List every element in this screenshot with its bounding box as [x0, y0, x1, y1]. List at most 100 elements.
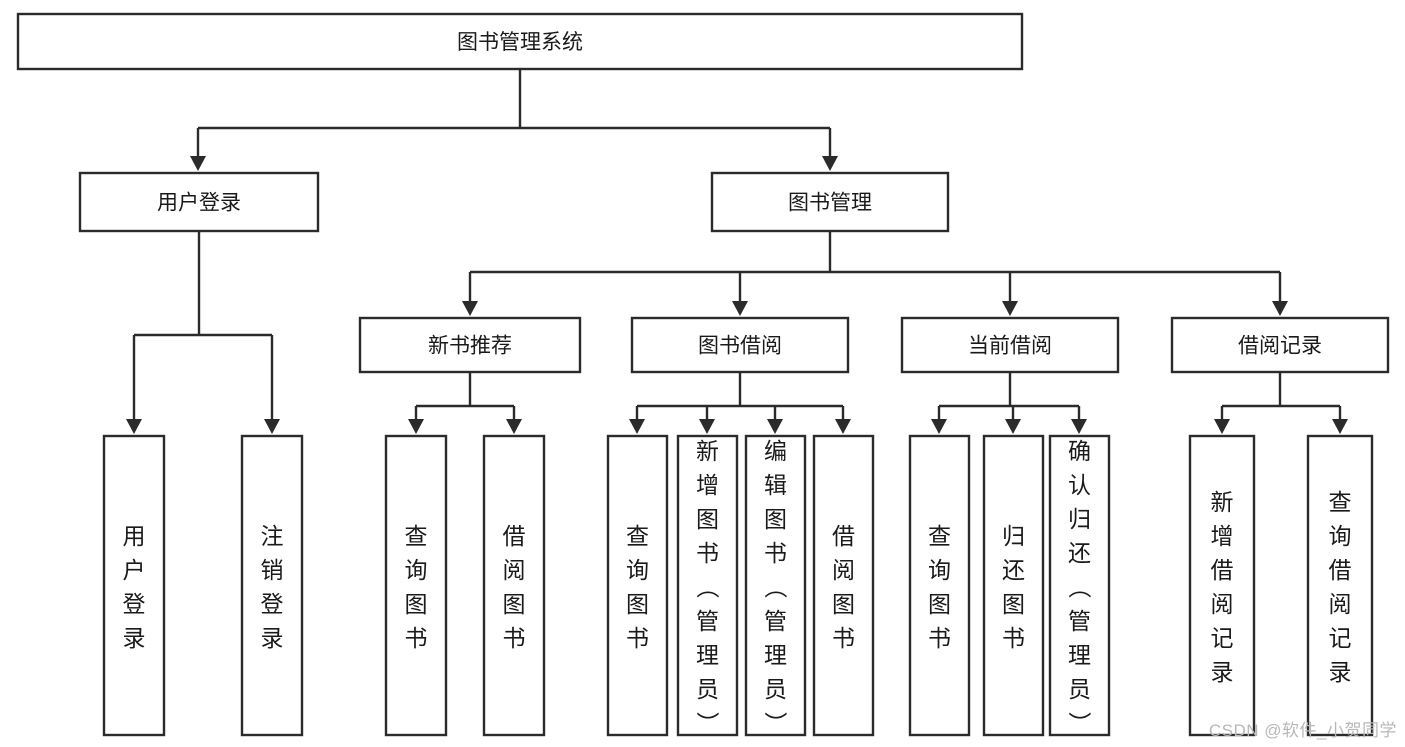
node-new-book-recommend[interactable]: 新书推荐	[358, 316, 582, 374]
arrow-leaf-borrow-book	[835, 419, 851, 434]
node-label-book-borrow: 图书借阅	[698, 335, 782, 358]
node-box-leaf-query-book-current[interactable]	[908, 434, 971, 737]
arrow-leaf-query-current	[931, 419, 947, 434]
arrow-leaf-edit-book	[767, 419, 783, 434]
node-label-leaf-borrow-book-char-2: 图	[832, 591, 855, 617]
node-label-leaf-query-borrow-record-char-2: 借	[1329, 557, 1352, 583]
node-label-leaf-user-logout-char-3: 录	[261, 625, 284, 651]
node-box-root[interactable]	[16, 12, 1024, 71]
node-label-leaf-edit-book-admin-char-4: （	[763, 576, 789, 599]
node-box-current-borrow[interactable]	[900, 316, 1120, 374]
node-label-leaf-query-borrow-record-char-0: 查	[1329, 489, 1352, 515]
node-leaf-user-login[interactable]: 用户登录	[102, 434, 166, 737]
node-box-user-login[interactable]	[78, 171, 320, 233]
node-label-borrow-record: 借阅记录	[1238, 335, 1322, 358]
node-box-new-book-recommend[interactable]	[358, 316, 582, 374]
arrow-book-borrow	[732, 301, 748, 316]
node-label-leaf-confirm-return-admin-char-3: 还	[1068, 540, 1091, 566]
connectors-layer	[132, 69, 1342, 428]
arrow-leaf-borrow-recommend	[506, 419, 522, 434]
node-label-leaf-query-book-current-char-1: 询	[928, 557, 951, 583]
arrow-leaf-confirm-return	[1071, 419, 1087, 434]
node-box-leaf-user-login[interactable]	[102, 434, 166, 737]
node-label-leaf-add-book-admin-char-1: 增	[696, 472, 719, 498]
node-label-leaf-return-book-char-3: 书	[1002, 625, 1025, 651]
node-book-manage[interactable]: 图书管理	[710, 171, 950, 233]
node-label-leaf-add-borrow-record-char-2: 借	[1211, 557, 1234, 583]
node-label-leaf-edit-book-admin-char-6: 理	[764, 642, 787, 668]
node-label-leaf-add-book-admin-char-2: 图	[696, 506, 719, 532]
node-box-leaf-borrow-book[interactable]	[812, 434, 875, 737]
arrow-leaf-user-login	[126, 419, 142, 434]
node-book-borrow[interactable]: 图书借阅	[630, 316, 850, 374]
node-box-leaf-query-book-borrow[interactable]	[606, 434, 669, 737]
node-user-login[interactable]: 用户登录	[78, 171, 320, 233]
node-label-leaf-edit-book-admin-char-1: 辑	[764, 472, 787, 498]
node-label-leaf-add-borrow-record-char-5: 录	[1211, 659, 1234, 685]
node-label-leaf-query-book-borrow-char-1: 询	[626, 557, 649, 583]
node-box-leaf-return-book[interactable]	[982, 434, 1045, 737]
node-label-leaf-borrow-book-recommend-char-2: 图	[503, 591, 526, 617]
node-box-leaf-edit-book-admin[interactable]	[744, 434, 807, 737]
node-box-book-manage[interactable]	[710, 171, 950, 233]
node-label-leaf-edit-book-admin-char-2: 图	[764, 506, 787, 532]
node-label-leaf-confirm-return-admin-char-2: 归	[1068, 506, 1091, 532]
node-box-borrow-record[interactable]	[1170, 316, 1390, 374]
node-label-leaf-query-book-recommend-char-2: 图	[405, 591, 428, 617]
node-label-leaf-user-logout-char-0: 注	[261, 523, 284, 549]
node-label-leaf-edit-book-admin-char-7: 员	[764, 676, 787, 702]
arrow-leaf-user-logout	[264, 419, 280, 434]
arrow-user-login	[190, 156, 206, 171]
node-label-leaf-borrow-book-char-1: 阅	[832, 557, 855, 583]
arrow-new-book-recommend	[462, 301, 478, 316]
node-box-leaf-confirm-return-admin[interactable]	[1048, 434, 1111, 737]
watermark-text: CSDN @软件_小贺同学	[1208, 721, 1397, 740]
node-label-leaf-confirm-return-admin-char-7: 员	[1068, 676, 1091, 702]
node-label-leaf-query-book-borrow-char-2: 图	[626, 591, 649, 617]
node-label-leaf-confirm-return-admin-char-8: ）	[1067, 712, 1093, 735]
node-label-leaf-query-borrow-record-char-3: 阅	[1329, 591, 1352, 617]
node-borrow-record[interactable]: 借阅记录	[1170, 316, 1390, 374]
node-current-borrow[interactable]: 当前借阅	[900, 316, 1120, 374]
node-label-current-borrow: 当前借阅	[968, 335, 1052, 358]
node-box-leaf-add-book-admin[interactable]	[676, 434, 739, 737]
node-label-leaf-user-login-char-0: 用	[123, 523, 146, 549]
node-label-leaf-add-book-admin-char-4: （	[695, 576, 721, 599]
node-box-book-borrow[interactable]	[630, 316, 850, 374]
node-label-leaf-borrow-book-char-3: 书	[832, 625, 855, 651]
arrow-leaf-add-record	[1214, 419, 1230, 434]
node-label-leaf-query-book-borrow-char-3: 书	[626, 625, 649, 651]
node-box-leaf-query-borrow-record[interactable]	[1306, 434, 1374, 737]
node-label-leaf-add-borrow-record-char-3: 阅	[1211, 591, 1234, 617]
node-root[interactable]: 图书管理系统	[16, 12, 1024, 71]
node-box-leaf-borrow-book-recommend[interactable]	[482, 434, 546, 737]
node-box-leaf-add-borrow-record[interactable]	[1188, 434, 1256, 737]
node-box-leaf-user-logout[interactable]	[240, 434, 304, 737]
node-label-leaf-borrow-book-recommend-char-1: 阅	[503, 557, 526, 583]
node-label-leaf-borrow-book-recommend-char-0: 借	[503, 523, 526, 549]
node-label-leaf-add-borrow-record-char-1: 增	[1211, 523, 1234, 549]
node-label-new-book-recommend: 新书推荐	[428, 335, 512, 358]
node-label-leaf-edit-book-admin-char-0: 编	[764, 438, 787, 464]
node-label-leaf-add-book-admin-char-3: 书	[696, 540, 719, 566]
node-box-leaf-query-book-recommend[interactable]	[384, 434, 448, 737]
node-label-leaf-add-book-admin-char-7: 员	[696, 676, 719, 702]
node-label-leaf-query-borrow-record-char-5: 录	[1329, 659, 1352, 685]
node-label-leaf-confirm-return-admin-char-5: 管	[1068, 608, 1091, 634]
nodes-layer: 图书管理系统用户登录图书管理新书推荐图书借阅当前借阅借阅记录用户登录注销登录查询…	[16, 12, 1390, 737]
node-label-leaf-borrow-book-recommend-char-3: 书	[503, 625, 526, 651]
node-label-leaf-query-book-recommend-char-3: 书	[405, 625, 428, 651]
